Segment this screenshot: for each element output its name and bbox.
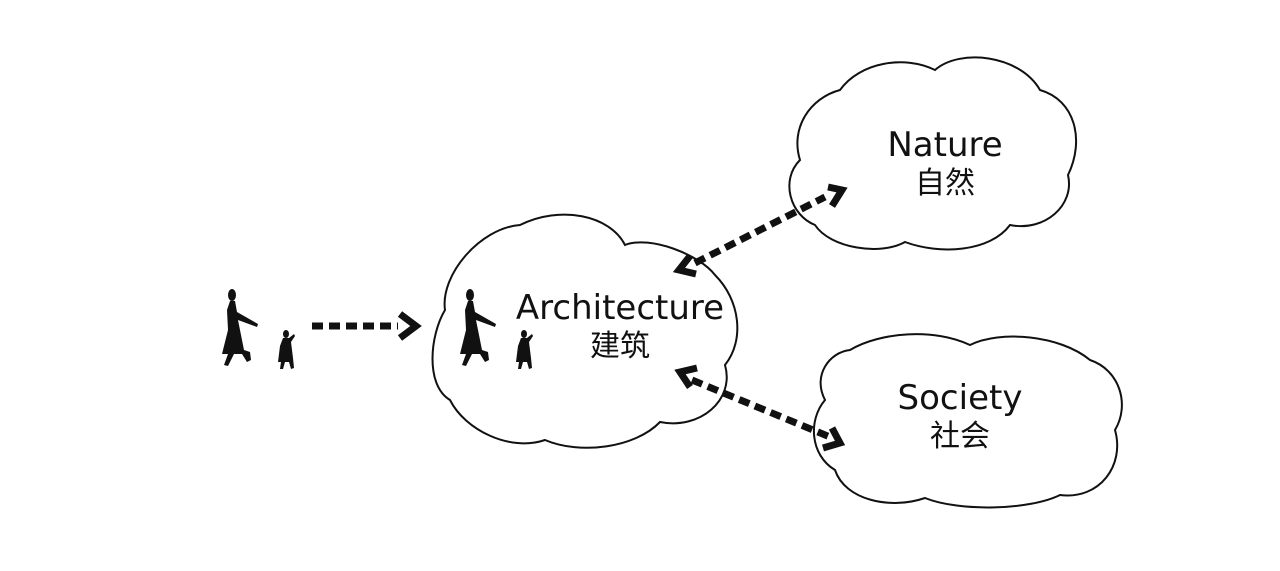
- architecture-cloud: [431, 213, 739, 449]
- society-label-zh: 社会: [930, 419, 990, 454]
- nature-label-zh: 自然: [915, 166, 975, 201]
- society-label-en: Society: [897, 378, 1023, 418]
- society-label: Society 社会: [885, 378, 1035, 456]
- arrow-architecture-nature: [672, 183, 848, 278]
- nature-label-en: Nature: [887, 125, 1003, 165]
- people-outside-icon: [222, 289, 295, 369]
- arrow-architecture-society: [674, 364, 846, 452]
- architecture-label: Architecture 建筑: [505, 288, 735, 366]
- architecture-label-zh: 建筑: [590, 329, 650, 364]
- architecture-label-en: Architecture: [515, 288, 725, 328]
- society-cloud: [812, 333, 1123, 509]
- arrow-people-to-architecture: [312, 311, 422, 341]
- nature-label: Nature 自然: [870, 125, 1020, 203]
- nature-cloud: [788, 56, 1077, 251]
